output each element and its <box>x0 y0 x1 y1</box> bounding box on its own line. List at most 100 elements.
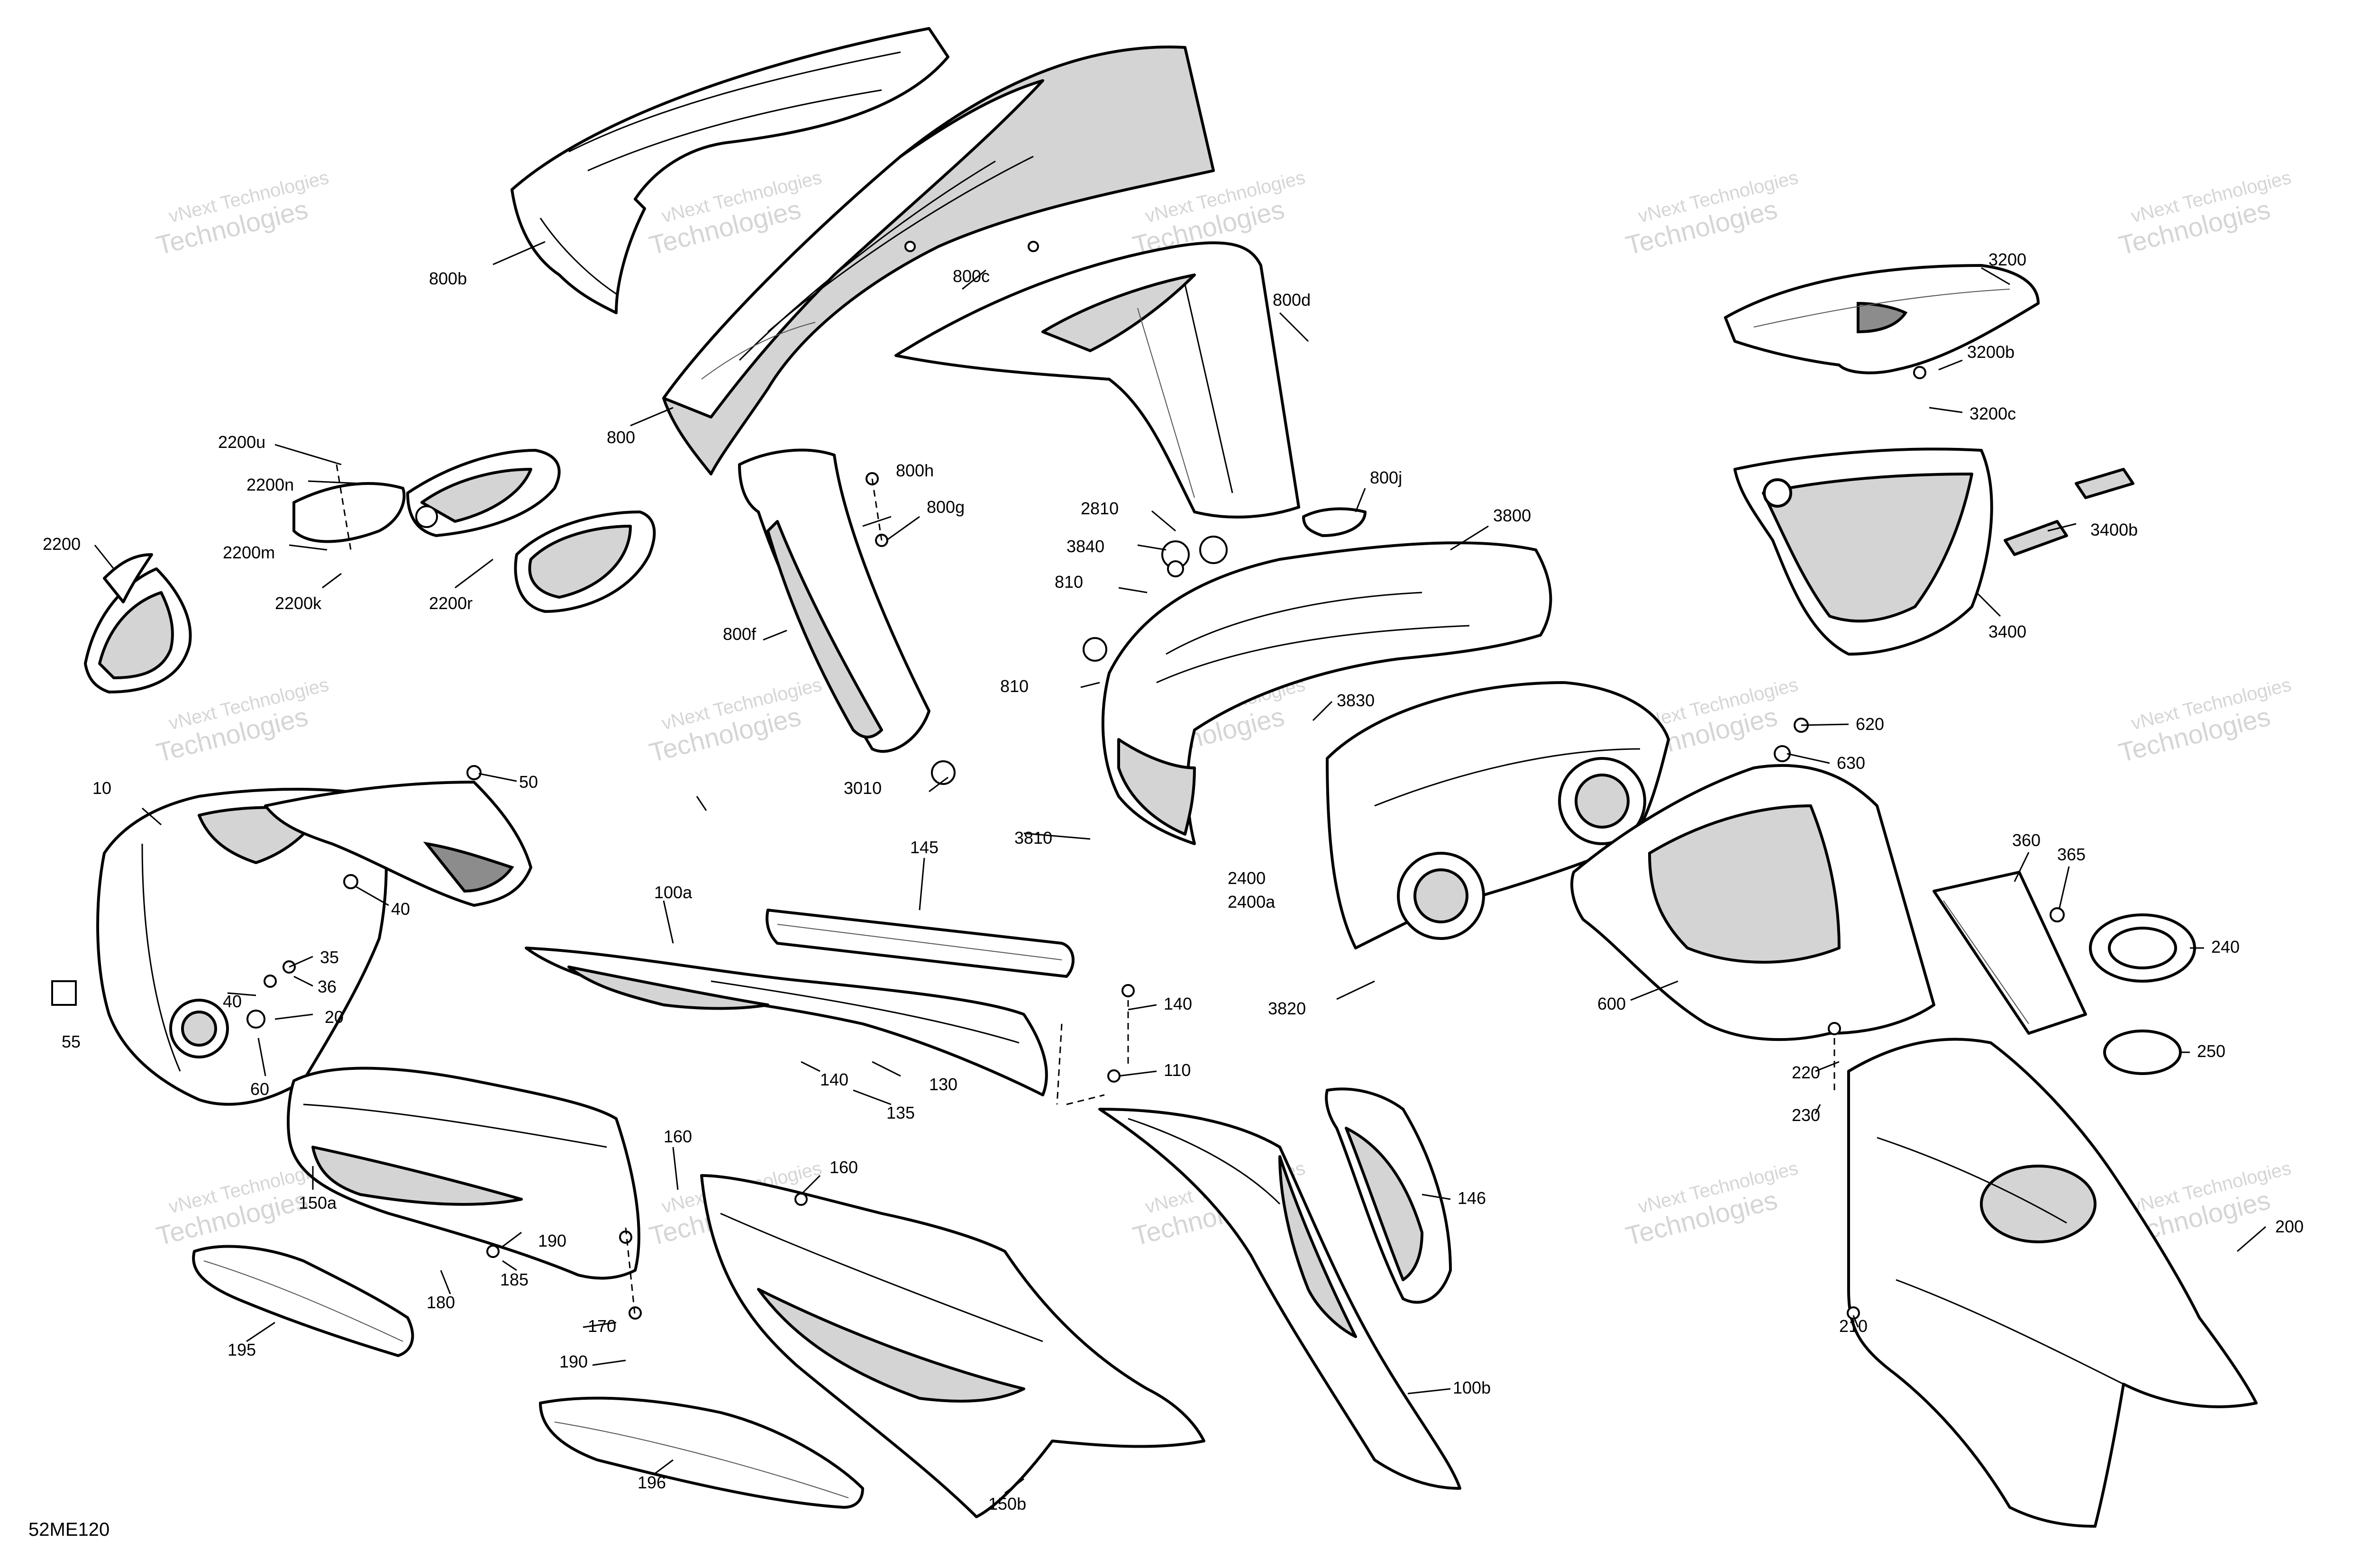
callout-label: 210 <box>1839 1316 1868 1336</box>
callout-label: 3810 <box>1014 828 1052 848</box>
callout-label: 150b <box>988 1494 1026 1513</box>
part-top-trim <box>264 781 532 907</box>
callout-label: 3800 <box>1493 506 1531 525</box>
part-storage-bin <box>1733 447 1993 656</box>
hardware <box>51 241 2065 1320</box>
callout-label: 600 <box>1597 994 1626 1013</box>
part-front-fender <box>662 46 1215 475</box>
callout-label: 800h <box>896 461 934 480</box>
callout-label: 55 <box>62 1032 81 1051</box>
callout-label: 2200n <box>246 475 294 494</box>
callout-label: 3010 <box>844 778 882 798</box>
callout-label: 110 <box>1164 1060 1191 1080</box>
callout-label: 800 <box>607 428 635 447</box>
callout-label: 130 <box>929 1075 957 1094</box>
callout-label: 3400b <box>2090 520 2138 539</box>
part-panel-360 <box>1932 871 2087 1035</box>
callout-label: 2200k <box>275 593 322 613</box>
callout-label: 800g <box>927 497 965 517</box>
callout-label: 800c <box>953 266 990 286</box>
callout-label: 185 <box>500 1270 529 1289</box>
callout-label: 3200 <box>1988 250 2026 269</box>
callout-label: 3400 <box>1988 622 2026 641</box>
callout-label: 190 <box>559 1352 588 1371</box>
part-strip-196 <box>539 1396 864 1509</box>
callout-label: 40 <box>223 992 242 1011</box>
callout-label: 800f <box>723 624 757 644</box>
callout-label: 230 <box>1792 1105 1820 1125</box>
diagram-code: 52ME120 <box>28 1519 109 1540</box>
callout-label: 3840 <box>1066 537 1104 556</box>
part-vertical-trim <box>738 448 930 753</box>
watermark: vNext Technologies Technologies <box>2115 167 2293 260</box>
callout-label: 10 <box>92 778 111 798</box>
callout-label: 160 <box>830 1158 858 1177</box>
callout-label: 200 <box>2275 1217 2304 1236</box>
callout-label: 100b <box>1453 1378 1491 1397</box>
part-trim-146 <box>1325 1087 1452 1304</box>
part-plate-800j <box>1302 507 1367 537</box>
callout-label: 2200u <box>218 432 265 452</box>
callout-label: 190 <box>538 1231 566 1250</box>
callout-label: 2810 <box>1081 499 1119 518</box>
part-rear-tail <box>1847 1038 2258 1528</box>
part-mirror-left <box>84 553 192 693</box>
part-gasket <box>2103 1030 2182 1075</box>
callout-label: 2200r <box>429 593 473 613</box>
callout-label: 810 <box>1055 572 1083 592</box>
callout-label: 40 <box>391 899 410 919</box>
callout-label: 3200c <box>1969 404 2016 423</box>
part-mirror-bracket <box>292 449 561 543</box>
watermark: vNext Technologies Technologies <box>153 674 331 767</box>
callout-label: 150a <box>299 1193 337 1212</box>
watermark: vNext Technologies Technologies <box>1623 167 1800 260</box>
callout-label: 35 <box>320 948 339 967</box>
callout-label: 2200 <box>43 534 81 554</box>
callout-label: 60 <box>250 1079 269 1099</box>
callout-label: 3200b <box>1967 342 2014 362</box>
part-side-panel-100a <box>525 947 1048 1096</box>
callout-label: 620 <box>1856 714 1884 734</box>
callout-label: 195 <box>228 1340 256 1359</box>
callout-label: 140 <box>820 1070 848 1089</box>
callout-label: 800d <box>1273 290 1311 310</box>
watermark: vNext Technologies Technologies <box>1623 1158 1800 1251</box>
callout-label: 20 <box>325 1007 344 1027</box>
part-dash-frame <box>1101 541 1552 845</box>
callout-label: 2400a <box>1228 892 1276 912</box>
callout-label: 240 <box>2211 937 2240 957</box>
part-strip-195 <box>192 1245 414 1357</box>
callout-label: 145 <box>910 838 939 857</box>
callout-label: 160 <box>664 1127 692 1146</box>
callout-label: 800j <box>1370 468 1402 487</box>
part-gauge-surround <box>1570 764 1935 1041</box>
part-front-nose <box>510 27 949 314</box>
parts <box>51 27 2258 1528</box>
watermark: vNext Technologies Technologies <box>153 167 331 260</box>
callout-label: 360 <box>2012 830 2041 850</box>
callout-label: 3830 <box>1337 691 1375 710</box>
part-mirror-right <box>514 511 656 613</box>
part-fuel-cap-ring <box>2089 913 2196 983</box>
callout-label: 140 <box>1164 994 1192 1013</box>
callout-label: 2200m <box>223 543 275 562</box>
watermark: vNext Technologies Technologies <box>2115 674 2293 767</box>
callout-label: 36 <box>318 977 337 996</box>
leader-lines <box>94 241 2266 1494</box>
callout-label: 180 <box>427 1293 455 1312</box>
watermark: vNext Technologies Technologies <box>646 674 824 767</box>
callout-label: 220 <box>1792 1063 1820 1082</box>
callout-label: 196 <box>638 1473 666 1492</box>
callout-label: 170 <box>588 1316 616 1336</box>
part-side-panel-100b <box>1098 1108 1461 1490</box>
part-side-cover-150a <box>287 1067 640 1280</box>
callout-label: 135 <box>886 1103 915 1122</box>
part-foam-strips <box>2004 468 2134 556</box>
part-side-panel-150b <box>700 1174 1205 1518</box>
callout-labels: 10 20 35 36 40 40 50 55 60 100a 100b 110… <box>28 250 2304 1540</box>
callout-label: 100a <box>654 883 693 902</box>
callout-label: 146 <box>1458 1188 1486 1208</box>
callout-label: 50 <box>519 772 538 792</box>
